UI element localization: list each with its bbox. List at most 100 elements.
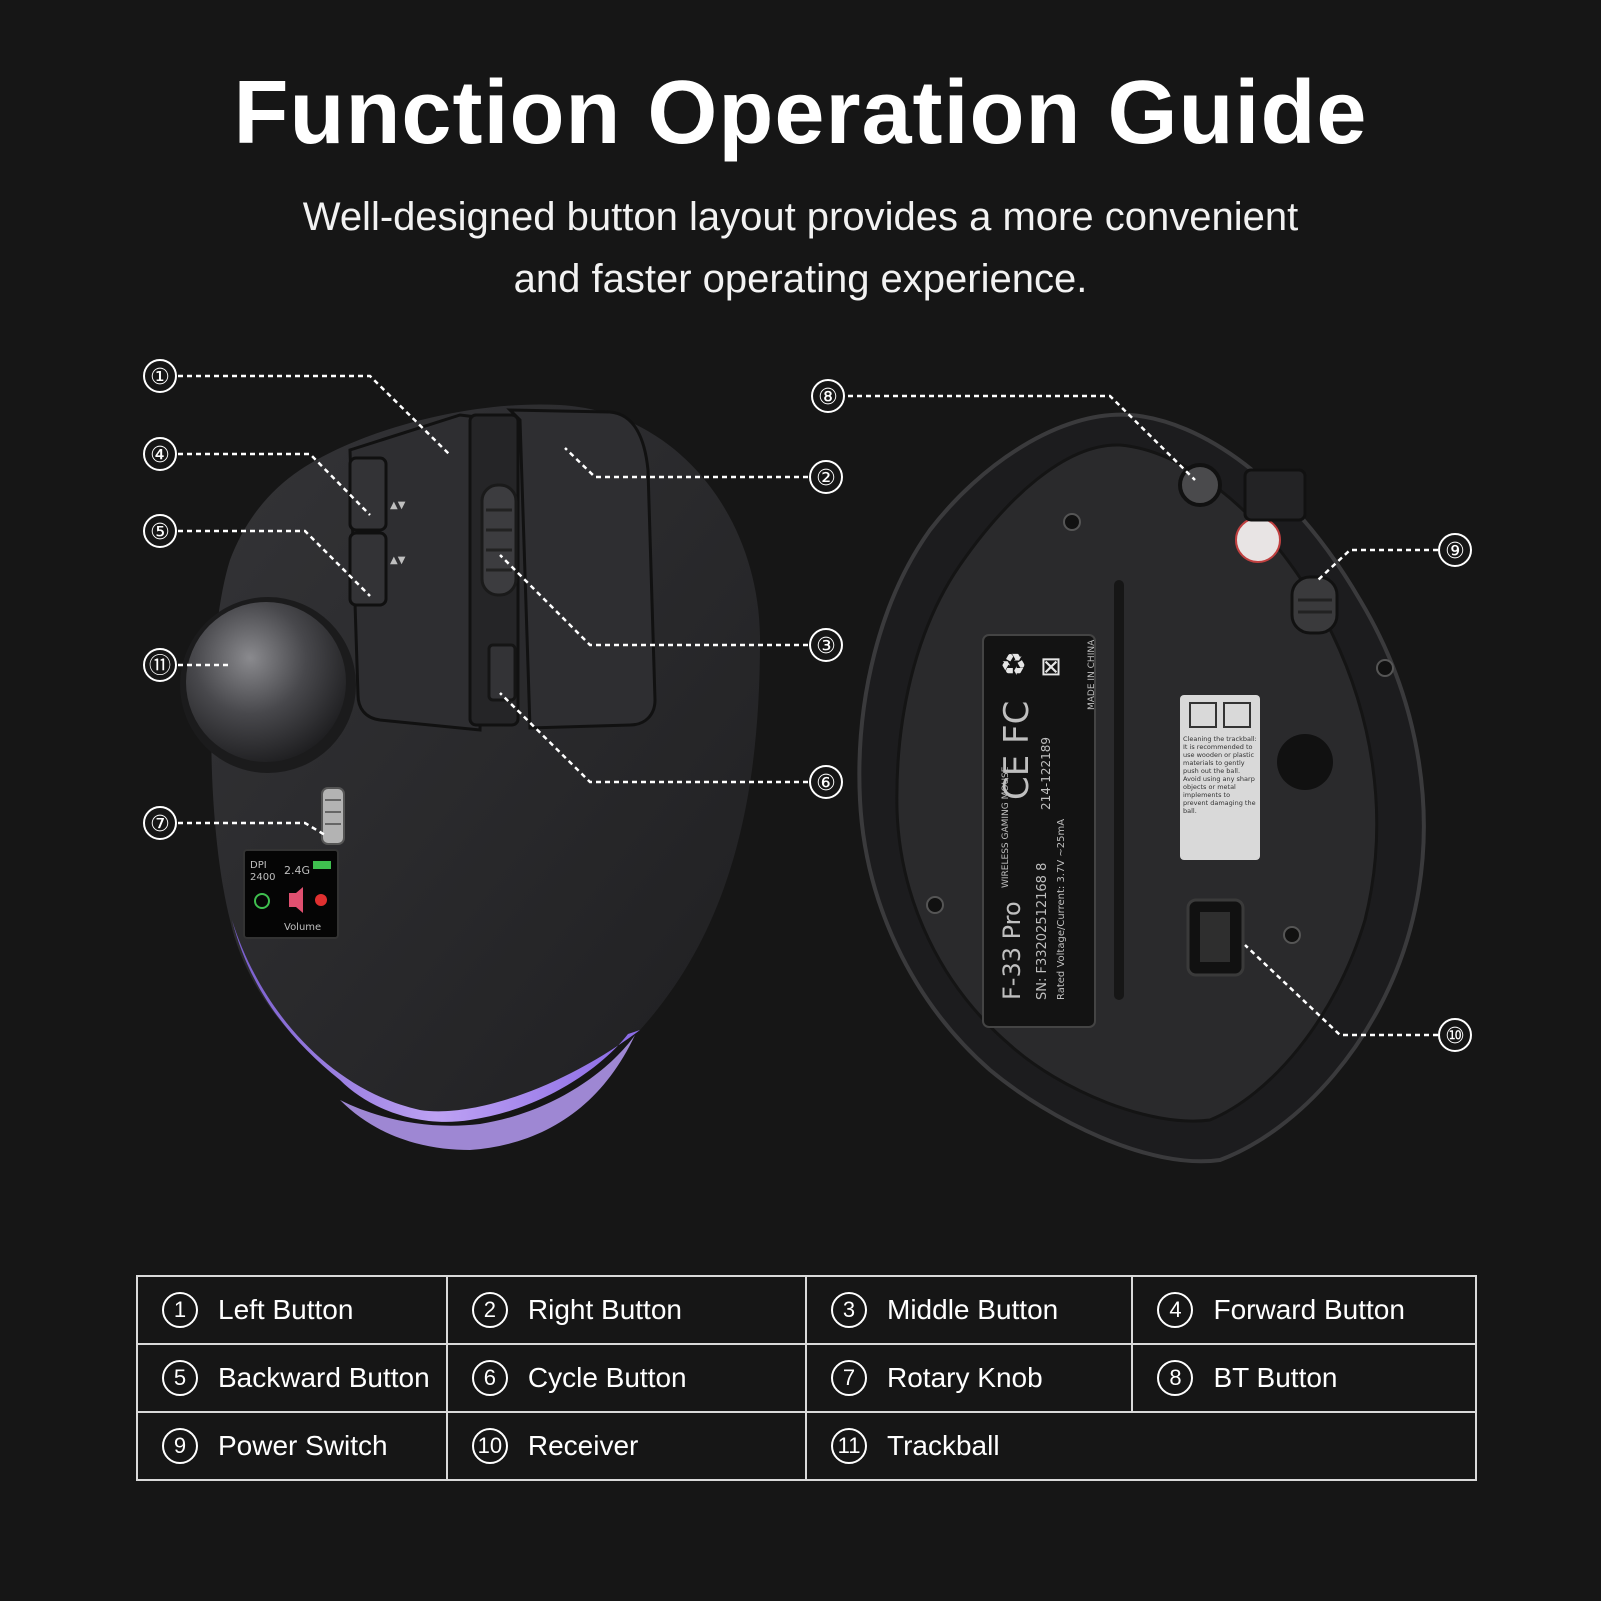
display-volume: Volume (284, 922, 321, 933)
legend-label: Forward Button (1213, 1294, 1405, 1325)
legend-number: 10 (471, 1428, 508, 1464)
callout-11: ⑪ (143, 648, 177, 682)
callout-5: ⑤ (143, 514, 177, 548)
svg-text:⑪: ⑪ (149, 654, 171, 679)
svg-text:⑨: ⑨ (1445, 539, 1465, 564)
status-icon-green (254, 893, 270, 909)
legend-number: 4 (1157, 1292, 1194, 1328)
legend-label: Receiver (527, 1430, 639, 1461)
callout-1: ① (143, 359, 177, 393)
bt-button[interactable] (1178, 463, 1222, 507)
legend-label: Cycle Button (527, 1362, 687, 1393)
display-mode: 2.4G (284, 864, 310, 877)
battery-icon (313, 861, 331, 869)
trackball[interactable] (186, 602, 346, 762)
legend-row: 5 Backward Button 6 Cycle Button 7 Rotary K… (136, 1343, 1477, 1413)
legend-number: 2 (471, 1292, 508, 1328)
cleaning-note: Cleaning the trackball: It is recommende… (1183, 735, 1257, 815)
legend-label: Left Button (218, 1294, 354, 1325)
page-title: Function Operation Guide (233, 63, 1368, 163)
callout-3: ③ (809, 628, 843, 662)
model-name: F-33 Pro (998, 901, 1026, 1000)
rotary-knob[interactable] (321, 787, 345, 845)
legend-label: Middle Button (887, 1294, 1059, 1325)
svg-text:⑩: ⑩ (1445, 1024, 1465, 1049)
legend-cell: 6 Cycle Button (445, 1343, 808, 1413)
svg-text:⑤: ⑤ (150, 520, 170, 545)
legend-row: 1 Left Button 2 Right Button 3 Middle Butto… (136, 1275, 1477, 1345)
legend-number: 11 (831, 1428, 868, 1464)
legend-number: 5 (162, 1360, 198, 1396)
svg-text:①: ① (150, 365, 170, 390)
right-button[interactable] (506, 408, 657, 730)
svg-text:④: ④ (150, 443, 170, 468)
legend-label: Power Switch (218, 1430, 388, 1461)
svg-text:⑦: ⑦ (150, 812, 170, 837)
scroll-wheel[interactable] (480, 483, 518, 597)
mouse-glow-strip (232, 920, 640, 1122)
compliance-label (982, 634, 1096, 1028)
callout-4: ④ (143, 437, 177, 471)
legend-cell: 9 Power Switch (136, 1411, 448, 1481)
screw (1283, 926, 1301, 944)
svg-text:②: ② (816, 466, 836, 491)
mouse-bottom-view: F-33 Pro WIRELESS GAMING MOUSE SN: F3320… (857, 412, 1426, 1164)
function-legend-table: 1 Left Button 2 Right Button 3 Middle Butto… (136, 1275, 1477, 1481)
backward-button[interactable] (348, 531, 388, 607)
legend-row: 9 Power Switch 10 Receiver 11 Trackball (136, 1411, 1477, 1481)
callout-6: ⑥ (809, 765, 843, 799)
cert-number: 214-122189 (1039, 737, 1053, 810)
weee-icon: ⊠ (1040, 651, 1062, 681)
svg-text:⑥: ⑥ (816, 771, 836, 796)
legend-number: 3 (831, 1292, 868, 1328)
bug-icon (315, 894, 327, 906)
rated-voltage: Rated Voltage/Current: 3.7V ~25mA (1056, 819, 1067, 1000)
legend-cell: 4 Forward Button (1131, 1275, 1477, 1345)
legend-cell: 11 Trackball (805, 1411, 1477, 1481)
legend-number: 1 (162, 1292, 198, 1328)
made-in-china: MADE IN CHINA (1087, 639, 1097, 710)
legend-label: BT Button (1213, 1362, 1338, 1393)
oled-display: DPI 2400 2.4G Volume (243, 849, 339, 939)
subtitle-line-1: Well-designed button layout provides a m… (302, 195, 1299, 239)
ce-fc-marks: CE FC (997, 701, 1037, 800)
label-text-group: F-33 Pro WIRELESS GAMING MOUSE SN: F3320… (997, 639, 1097, 1000)
legend-cell: 10 Receiver (445, 1411, 808, 1481)
legend-label: Right Button (527, 1294, 682, 1325)
serial-number: SN: F33202512168 8 (1035, 863, 1050, 1000)
legend-number: 8 (1157, 1360, 1194, 1396)
legend-label: Trackball (887, 1430, 1000, 1461)
legend-label: Backward Button (218, 1362, 430, 1393)
callout-8: ⑧ (811, 379, 845, 413)
screw (1063, 513, 1081, 531)
legend-cell: 5 Backward Button (136, 1343, 448, 1413)
svg-text:③: ③ (816, 634, 836, 659)
center-slot (1114, 580, 1124, 1000)
screw (926, 896, 944, 914)
svg-text:⑧: ⑧ (818, 385, 838, 410)
power-switch[interactable] (1290, 575, 1339, 635)
svg-text:▲▼: ▲▼ (390, 500, 406, 511)
legend-cell: 8 BT Button (1131, 1343, 1477, 1413)
warranty-sticker (1235, 517, 1281, 563)
callout-7: ⑦ (143, 806, 177, 840)
svg-text:▲▼: ▲▼ (390, 555, 406, 566)
callout-markers: ① ④ ⑤ ⑪ ⑦ ② ③ ⑥ ⑧ ⑨ ⑩ (143, 359, 1472, 1052)
forward-button[interactable] (348, 456, 388, 532)
callout-leaders (178, 374, 1438, 1037)
legend-cell: 7 Rotary Knob (805, 1343, 1134, 1413)
legend-label: Rotary Knob (887, 1362, 1043, 1393)
legend-number: 9 (162, 1428, 198, 1464)
receiver-clip (1243, 468, 1307, 522)
tool-icon-right (1223, 702, 1251, 728)
legend-number: 7 (831, 1360, 868, 1396)
legend-number: 6 (471, 1360, 508, 1396)
cycle-button[interactable] (487, 643, 517, 702)
cleaning-sticker: Cleaning the trackball: It is recommende… (1180, 695, 1260, 860)
mouse-glow-base (340, 1035, 635, 1150)
legend-cell: 3 Middle Button (805, 1275, 1134, 1345)
page-subtitle: Well-designed button layout provides a m… (0, 186, 1601, 310)
ball-eject-hole (1277, 734, 1333, 790)
tool-icon-wrong (1189, 702, 1217, 728)
